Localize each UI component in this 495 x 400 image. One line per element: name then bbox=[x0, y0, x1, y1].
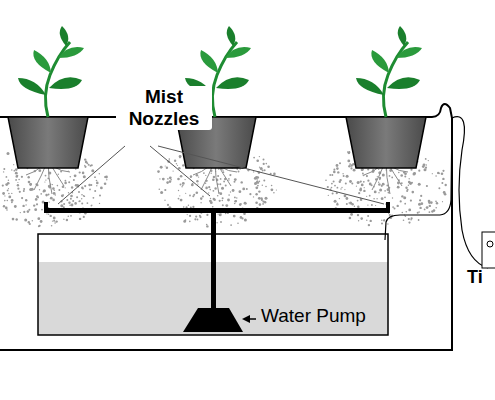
callout-label: Mist Nozzles bbox=[116, 86, 212, 130]
housing-outline bbox=[0, 104, 452, 350]
pots bbox=[8, 117, 426, 168]
timer-dial bbox=[487, 241, 493, 247]
pipe bbox=[44, 202, 390, 332]
leader-lines bbox=[58, 146, 384, 204]
timer-box bbox=[482, 232, 495, 268]
callout-label: Water Pump bbox=[259, 305, 368, 327]
plants bbox=[18, 26, 422, 117]
pump-arrowhead bbox=[242, 315, 250, 323]
timer-cable bbox=[385, 117, 488, 268]
callout-label: Ti bbox=[467, 267, 483, 288]
